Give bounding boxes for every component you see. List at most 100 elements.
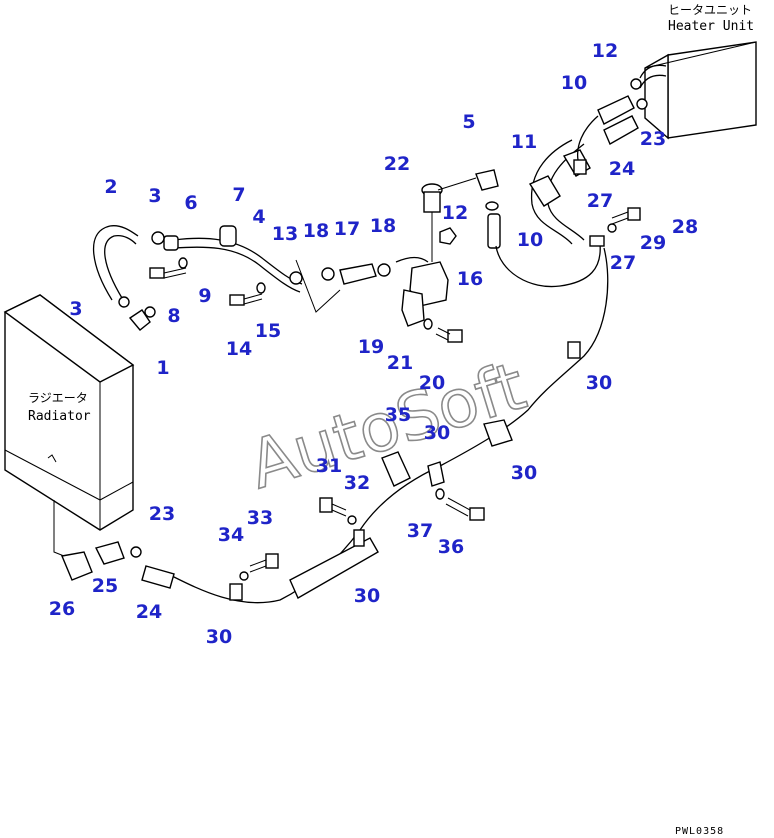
clamp-23a (636, 98, 648, 110)
washer-34 (239, 571, 249, 581)
heater-unit-label-en: Heater Unit (668, 19, 754, 34)
clamp-18b (377, 263, 391, 277)
callout-24b: 24 (136, 601, 162, 623)
callout-30c: 30 (511, 462, 537, 484)
hose-11 (495, 243, 601, 288)
callout-32: 32 (344, 472, 370, 494)
clip-30b (427, 461, 445, 487)
callout-30b: 30 (424, 422, 450, 444)
washer-15 (256, 282, 266, 294)
callout-3b: 3 (69, 298, 82, 320)
callout-15: 15 (255, 320, 281, 342)
callout-4: 4 (252, 206, 265, 228)
callout-34: 34 (218, 524, 244, 546)
radiator (3, 294, 135, 531)
callout-36: 36 (438, 536, 464, 558)
callout-23a: 23 (640, 128, 666, 150)
callout-10b: 10 (561, 72, 587, 94)
washer-37 (435, 488, 445, 500)
bolt-36 (445, 497, 485, 521)
callout-11: 11 (511, 131, 537, 153)
valve-26 (61, 551, 93, 581)
callout-37: 37 (407, 520, 433, 542)
callout-21: 21 (387, 352, 413, 374)
callout-24a: 24 (609, 158, 635, 180)
hose-17 (339, 263, 377, 285)
clamp-13 (289, 271, 303, 285)
hose-24b (141, 565, 175, 589)
callout-23b: 23 (149, 503, 175, 525)
callout-10a: 10 (517, 229, 543, 251)
callout-29: 29 (640, 232, 666, 254)
bolt-31 (319, 497, 347, 517)
callout-19: 19 (358, 336, 384, 358)
callout-2: 2 (104, 176, 117, 198)
hose-10a (487, 213, 501, 249)
callout-20: 20 (419, 372, 445, 394)
callout-31: 31 (316, 455, 342, 477)
callout-30a: 30 (586, 372, 612, 394)
clamp-3 (151, 231, 165, 245)
nut-16 (439, 227, 457, 245)
radiator-label-jp: ラジエータ (28, 391, 88, 405)
clamp-23b (130, 546, 142, 558)
callout-30d: 30 (354, 585, 380, 607)
pipe-4 (173, 237, 303, 285)
callout-27a: 27 (587, 190, 613, 212)
callout-18a: 18 (303, 220, 329, 242)
callout-35: 35 (385, 404, 411, 426)
elbow-1 (128, 309, 151, 331)
callout-16: 16 (457, 268, 483, 290)
washer-29 (607, 223, 617, 233)
callout-9: 9 (198, 285, 211, 307)
bolt-8 (149, 267, 187, 279)
hose-10b (597, 95, 635, 125)
callout-12b: 12 (592, 40, 618, 62)
callout-25: 25 (92, 575, 118, 597)
clip-30c (483, 419, 513, 447)
valve-19 (395, 256, 449, 327)
grommet-7 (219, 225, 237, 247)
hose-24a (603, 115, 639, 145)
bolt-14 (229, 293, 263, 306)
clamp-12a (485, 201, 499, 211)
callout-17: 17 (334, 218, 360, 240)
radiator-label-en: Radiator (28, 409, 91, 424)
bolt-20 (435, 327, 463, 343)
drawing-code: PWL0358 (675, 826, 724, 837)
clip-30e (229, 583, 243, 601)
clamp-18a (321, 267, 335, 281)
callout-12a: 12 (442, 202, 468, 224)
heater-unit (639, 41, 757, 140)
bolt-28 (611, 207, 641, 225)
callout-27b: 27 (610, 252, 636, 274)
callout-5: 5 (462, 111, 475, 133)
valve-22 (421, 183, 443, 262)
callout-13: 13 (272, 223, 298, 245)
callout-8: 8 (167, 305, 180, 327)
callout-3a: 3 (148, 185, 161, 207)
clip-30d (289, 537, 379, 599)
callout-28: 28 (672, 216, 698, 238)
callout-14: 14 (226, 338, 252, 360)
washer-9 (178, 257, 188, 269)
washer-21 (423, 318, 433, 330)
callout-26: 26 (49, 598, 75, 620)
hose-35 (381, 451, 411, 487)
clamp-27a (573, 159, 587, 175)
callout-7: 7 (232, 184, 245, 206)
callout-6: 6 (184, 192, 197, 214)
callout-33: 33 (247, 507, 273, 529)
clip-30a (567, 341, 581, 359)
callout-18b: 18 (370, 215, 396, 237)
washer-32 (347, 515, 357, 525)
elbow-5 (475, 169, 499, 191)
clamp-12b (630, 78, 642, 90)
callout-22: 22 (384, 153, 410, 175)
heater-unit-label-jp: ヒータユニット (668, 3, 752, 17)
callout-1: 1 (156, 357, 169, 379)
elbow-25 (94, 541, 125, 565)
hose-2 (92, 225, 139, 301)
